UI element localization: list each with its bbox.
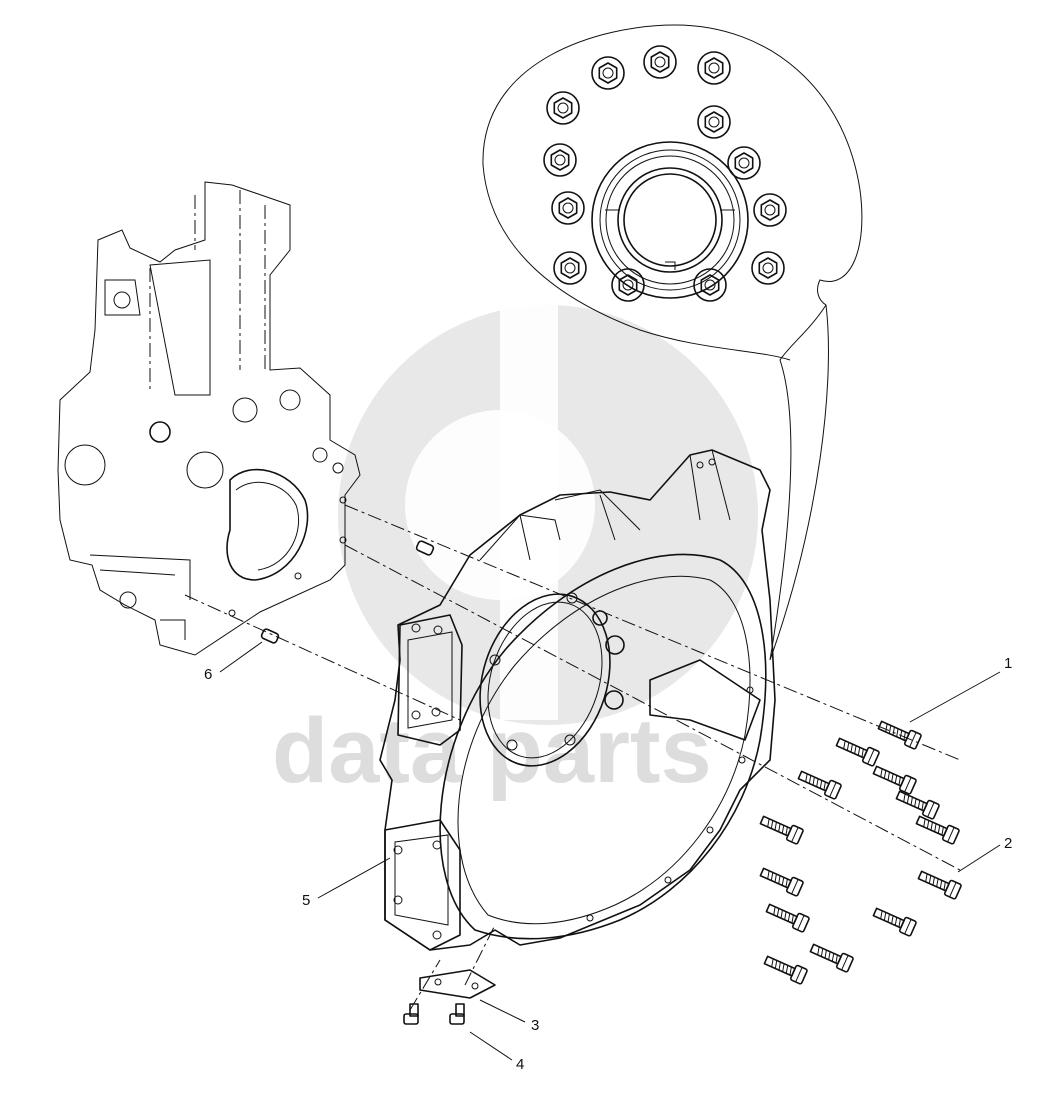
callout-4: 4 [516,1056,524,1073]
detail-bolt-head [551,191,585,225]
detail-bolt-head [546,91,580,125]
detail-bolt-head [591,56,625,90]
leader-lines [219,641,1001,1061]
hex-bolt [872,907,917,937]
detail-bolt-heads [543,45,787,302]
rear-crankshaft-detail-view [482,24,863,661]
watermark-text: data parts [272,700,712,802]
dowel-pin-lower [260,628,280,644]
hex-bolt [759,815,804,845]
assembly-centre-lines [184,504,961,1011]
cover-plate-screws [403,1003,465,1025]
detail-bolt-head [553,251,587,285]
callout-2: 2 [1004,835,1012,852]
callout-6: 6 [204,666,212,683]
detail-bolt-head [543,143,577,177]
callout-1: 1 [1004,655,1012,672]
hex-bolt [872,765,917,795]
hex-bolt [809,943,854,973]
hex-bolt [765,903,810,933]
detail-bolt-head [697,51,731,85]
dowel-pin-upper [415,540,435,556]
hex-bolt [797,770,842,800]
detail-bolt-head [611,268,645,302]
engine-block-rear [57,181,361,656]
flywheel-housing [379,449,776,951]
hex-bolt [917,870,962,900]
hex-bolt [759,867,804,897]
detail-bolt-head [753,193,787,227]
dowel-pin [260,540,435,644]
detail-bolt-head [643,45,677,79]
detail-bolt-head [697,105,731,139]
detail-bolt-head [693,268,727,302]
detail-bolt-head [727,146,761,180]
detail-bolt-head [751,251,785,285]
callout-numbers: 1 2 3 4 5 6 [204,655,1012,1073]
hex-bolt [763,955,808,985]
cover-plate [419,969,496,999]
callout-3: 3 [531,1017,539,1034]
crankshaft-hub [591,141,749,299]
hex-bolt [895,790,940,820]
hex-bolts-set [759,720,962,985]
hex-bolt [915,815,960,845]
watermark: data parts [272,300,758,802]
hex-bolt [835,737,880,767]
hex-bolt [877,720,922,750]
callout-5: 5 [302,892,310,909]
